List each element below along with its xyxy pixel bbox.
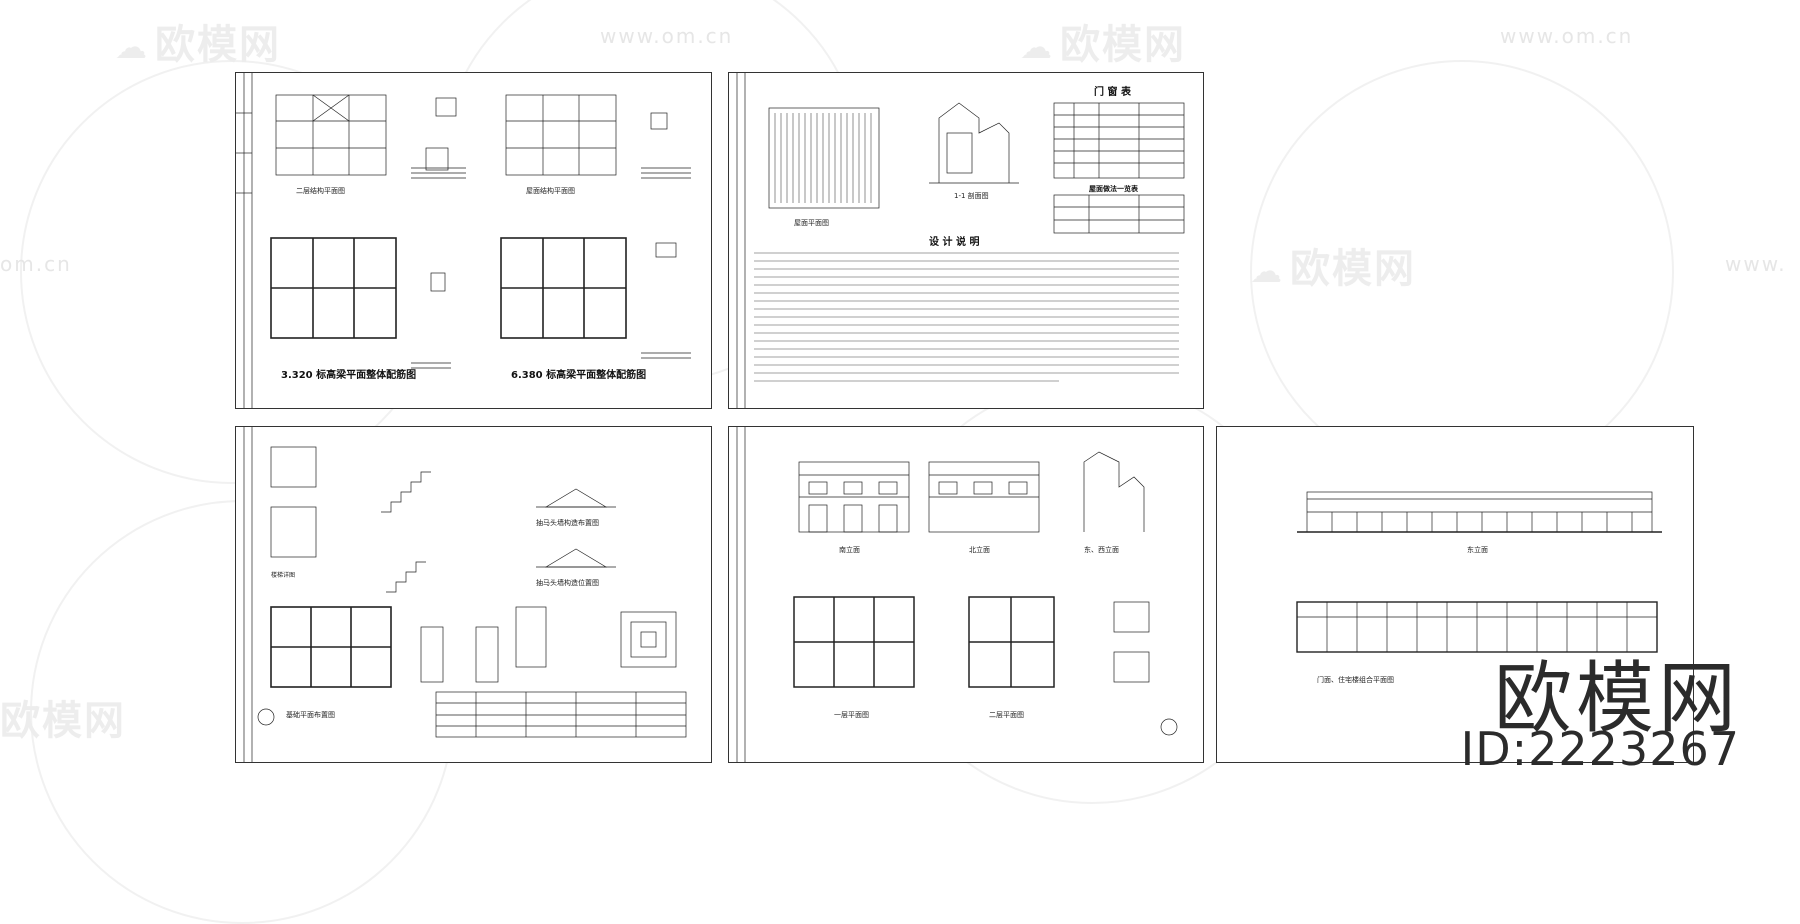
foundation-drawing: 楼梯详图 抽马头墙构造布置图 抽马头墙构造位置图 基础平面布置图: [243, 427, 687, 762]
watermark-logo: ☁欧模网: [1250, 246, 1416, 292]
watermark-url: www.om.cn: [1500, 24, 1634, 48]
drawing-sheet-elevations[interactable]: 南立面 北立面 东、西立面 一层平面图 二层平面图: [728, 426, 1204, 763]
cloud-icon: ☁: [115, 28, 149, 66]
drawing-label: 屋面平面图: [794, 219, 829, 227]
watermark-ring: [1250, 60, 1674, 484]
plan-label: 二层结构平面图: [296, 186, 345, 195]
drawing-label: 东、西立面: [1084, 545, 1119, 554]
drawing-label: 1-1 剖面图: [954, 191, 989, 200]
watermark-url: www.om.cn: [600, 24, 734, 48]
elevations-drawing: 南立面 北立面 东、西立面 一层平面图 二层平面图: [736, 427, 1178, 762]
design-notes-drawing: 屋面平面图 1-1 剖面图 门 窗 表 屋面做法一览表 设 计 说 明: [736, 73, 1185, 408]
drawing-label: 东立面: [1467, 545, 1488, 554]
drawing-label: 抽马头墙构造位置图: [536, 578, 599, 587]
drawing-label: 一层平面图: [834, 711, 869, 719]
drawing-sheet-notes[interactable]: 屋面平面图 1-1 剖面图 门 窗 表 屋面做法一览表 设 计 说 明: [728, 72, 1204, 409]
watermark-logo: ☁欧模网: [115, 22, 281, 68]
plan-label: 屋面结构平面图: [526, 186, 575, 195]
table-title: 屋面做法一览表: [1089, 184, 1139, 193]
drawing-label: 二层平面图: [989, 711, 1024, 719]
drawing-label: 基础平面布置图: [286, 710, 335, 719]
drawing-label: 南立面: [839, 545, 860, 554]
notes-title: 设 计 说 明: [929, 235, 979, 248]
watermark-logo: ☁欧模网: [1020, 22, 1186, 68]
sheet-title: 6.380 标高梁平面整体配筋图: [511, 368, 646, 381]
model-id-label: ID:2223267: [1460, 722, 1740, 776]
drawing-label: 北立面: [969, 545, 990, 554]
brand-logo-text: 欧模网: [1493, 654, 1740, 744]
drawing-label: 抽马头墙构造布置图: [536, 518, 599, 527]
watermark-url: om.cn: [0, 252, 72, 276]
structure-plans-drawing: 二层结构平面图 屋面结构平面图 3.320 标高梁平面整体配筋图 6.380 标…: [236, 73, 691, 408]
watermark-logo: 欧模网: [0, 698, 126, 744]
drawing-sheet-foundation[interactable]: 楼梯详图 抽马头墙构造布置图 抽马头墙构造位置图 基础平面布置图: [235, 426, 712, 763]
table-title: 门 窗 表: [1094, 85, 1132, 98]
drawing-label: 楼梯详图: [271, 571, 295, 579]
watermark-url: www.: [1725, 252, 1787, 276]
drawing-label: 门面、住宅楼组合平面图: [1317, 675, 1394, 684]
cloud-icon: ☁: [1250, 252, 1284, 290]
drawing-sheet-structure[interactable]: 二层结构平面图 屋面结构平面图 3.320 标高梁平面整体配筋图 6.380 标…: [235, 72, 712, 409]
drawing-sheet-long-elevation[interactable]: 东立面 门面、住宅楼组合平面图: [1216, 426, 1694, 763]
sheet-title: 3.320 标高梁平面整体配筋图: [281, 368, 416, 381]
cloud-icon: ☁: [1020, 28, 1054, 66]
long-elevation-drawing: 东立面 门面、住宅楼组合平面图: [1296, 491, 1662, 684]
